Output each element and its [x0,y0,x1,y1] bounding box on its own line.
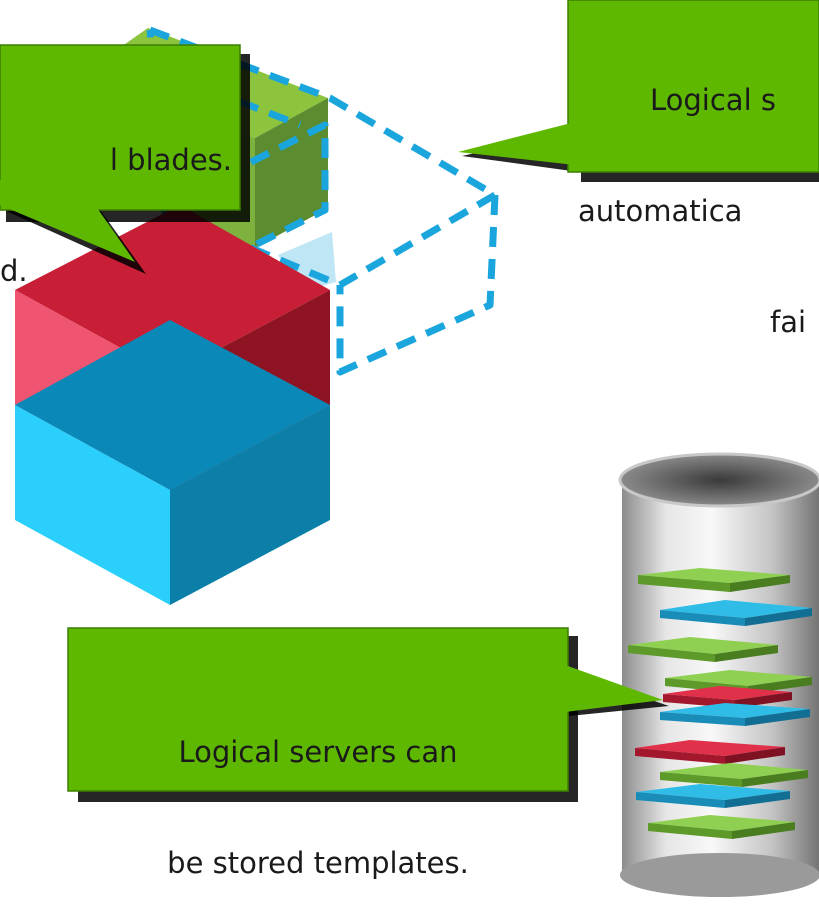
template-slab-green [628,637,778,662]
callout-top-right-text: Logical s automatica fai [575,8,819,378]
callout-top-left-line2: d. [0,254,28,288]
template-slab-blue [660,703,810,726]
callout-top-left-text: l blades. d. [0,68,232,327]
callout-bottom-text: Logical servers can be stored templates. [68,660,568,919]
callout-bottom-line2: be stored templates. [167,846,469,880]
callout-top-right-line3: fai [770,305,807,339]
template-slab-red [635,740,785,764]
template-slab-green [660,763,808,787]
template-slab-blue [660,600,812,626]
stored-template-stack [628,568,812,839]
callout-bottom-line1: Logical servers can [178,735,458,769]
callout-top-right [458,0,819,182]
callout-top-right-line2: automatica [578,194,743,228]
blue-server-block [15,320,330,605]
template-slab-blue [636,784,790,808]
logical-server-diagram [0,0,819,897]
callout-top-left-line1: l blades. [109,143,232,177]
template-slab-green [638,568,790,592]
callout-top-left [0,44,250,274]
template-slab-green [648,815,795,839]
callout-bottom [67,627,669,802]
callout-top-right-line1: Logical s [650,83,776,117]
